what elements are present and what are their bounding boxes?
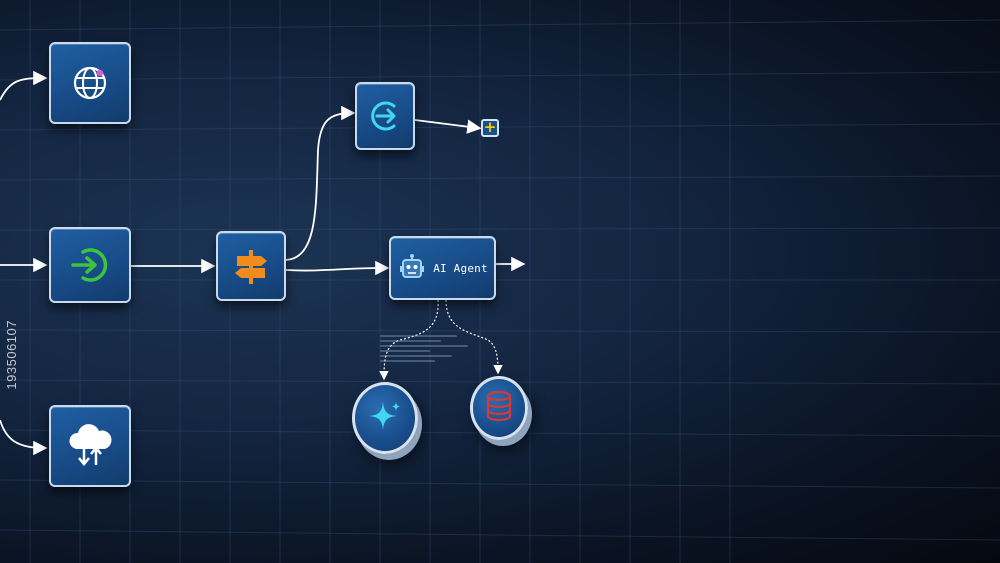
router-node[interactable] (216, 231, 286, 301)
stock-id-text: 193506107 (4, 320, 19, 390)
connector-exit-to-plus (414, 119, 482, 134)
connector-router-to-exit (285, 105, 356, 261)
model-node[interactable] (352, 382, 418, 454)
connector-to-globe (0, 70, 48, 101)
agent-label: AI Agent (433, 261, 488, 275)
exit-arrow-icon (366, 97, 404, 135)
login-arrow-icon (65, 240, 115, 290)
add-step-button[interactable]: + (481, 119, 499, 137)
web-request-node[interactable] (49, 42, 131, 124)
connector-router-to-agent (285, 260, 390, 276)
database-node[interactable] (470, 376, 528, 440)
ai-agent-node[interactable]: AI Agent (389, 236, 496, 300)
globe-icon (68, 61, 112, 105)
dotted-connectors (379, 299, 503, 381)
code-snippet-decoration (380, 332, 490, 382)
connector-agent-to-database (445, 299, 503, 375)
exit-node[interactable] (355, 82, 415, 150)
cloud-sync-node[interactable] (49, 405, 131, 487)
sparkle-icon (367, 398, 403, 438)
cloud-transfer-icon (65, 423, 115, 469)
database-icon (484, 390, 514, 426)
plus-icon: + (483, 118, 497, 136)
connectors (0, 70, 526, 456)
robot-icon (397, 253, 427, 283)
connector-to-cloud (0, 419, 48, 456)
signpost-icon (229, 244, 273, 288)
trigger-node[interactable] (49, 227, 131, 303)
